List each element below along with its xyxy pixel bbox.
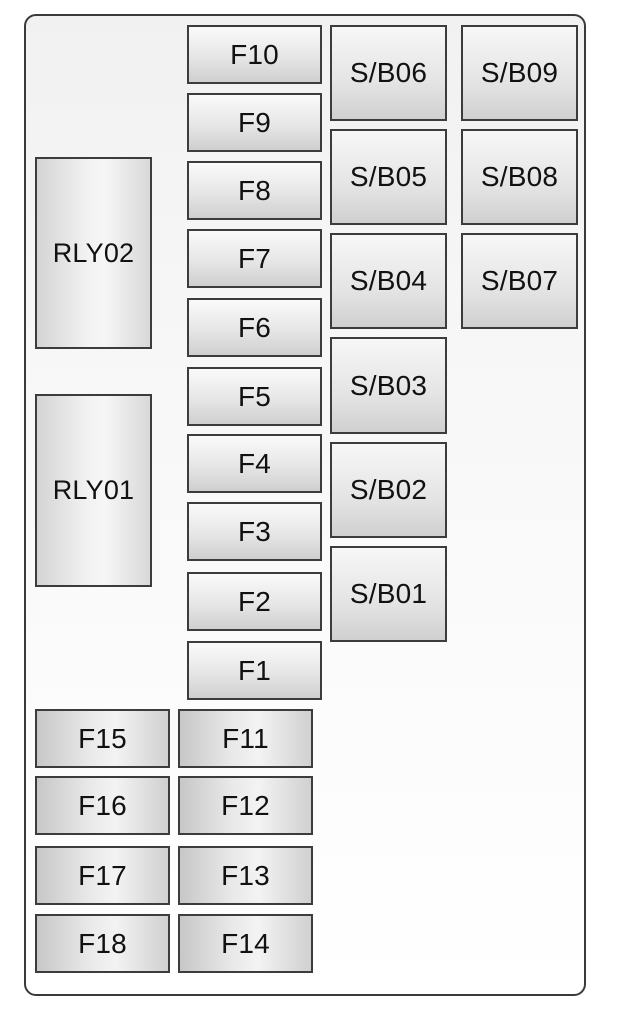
relay-rly01: RLY01: [35, 394, 152, 587]
sb04: S/B04: [330, 233, 447, 329]
fuse-f7: F7: [187, 229, 322, 288]
sb07: S/B07: [461, 233, 578, 329]
fuse-f15: F15: [35, 709, 170, 768]
sb01: S/B01: [330, 546, 447, 642]
fuse-f4: F4: [187, 434, 322, 493]
fuse-f8: F8: [187, 161, 322, 220]
fuse-f3: F3: [187, 502, 322, 561]
fuse-f9: F9: [187, 93, 322, 152]
fuse-f18: F18: [35, 914, 170, 973]
fuse-f13: F13: [178, 846, 313, 905]
fuse-f2: F2: [187, 572, 322, 631]
fuse-f10: F10: [187, 25, 322, 84]
fuse-f12: F12: [178, 776, 313, 835]
fuse-f6: F6: [187, 298, 322, 357]
fuse-f5: F5: [187, 367, 322, 426]
fuse-f11: F11: [178, 709, 313, 768]
sb09: S/B09: [461, 25, 578, 121]
sb03: S/B03: [330, 337, 447, 434]
fuse-f16: F16: [35, 776, 170, 835]
sb05: S/B05: [330, 129, 447, 225]
sb08: S/B08: [461, 129, 578, 225]
relay-rly02: RLY02: [35, 157, 152, 349]
sb02: S/B02: [330, 442, 447, 538]
fuse-f14: F14: [178, 914, 313, 973]
sb06: S/B06: [330, 25, 447, 121]
fuse-f17: F17: [35, 846, 170, 905]
fuse-f1: F1: [187, 641, 322, 700]
